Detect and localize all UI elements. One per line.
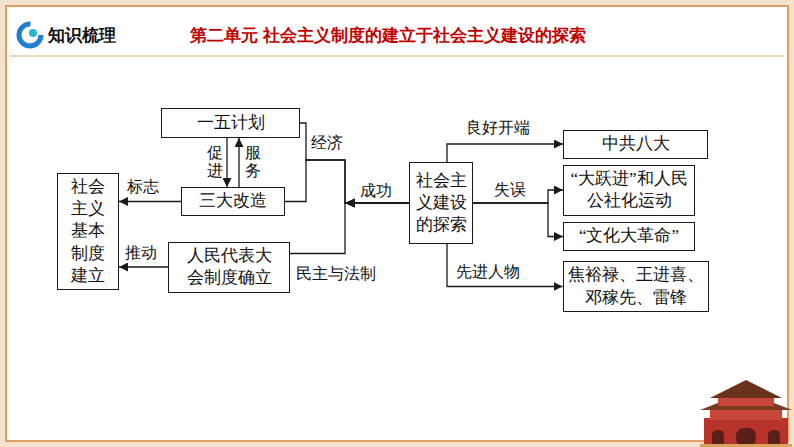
edge-label: 民主与法制 xyxy=(296,264,376,283)
node-text: 社会主义基本制度建立 xyxy=(71,176,106,286)
connector-line xyxy=(447,144,563,162)
outcome-box: 焦裕禄、王进喜、邓稼先、雷锋 xyxy=(563,261,709,312)
arrow-head xyxy=(345,199,355,208)
edge-label: 标志 xyxy=(127,177,159,196)
section-label: 知识梳理 xyxy=(48,24,116,47)
edge-label: 推动 xyxy=(125,243,157,262)
edge-label: 服务 xyxy=(245,144,261,179)
connector xyxy=(300,123,409,208)
connector xyxy=(239,138,240,187)
node-text: 社会主义建设的探索 xyxy=(415,170,468,236)
node-text: 一五计划 xyxy=(165,112,296,134)
edge-label: 先进人物 xyxy=(456,262,520,281)
connector xyxy=(290,199,409,254)
header-rule xyxy=(10,55,784,57)
outcome-box: “大跃进”和人民公社化运动 xyxy=(563,165,695,216)
edge-label: 成功 xyxy=(360,181,392,200)
process-box: 人民代表大会制度确立 xyxy=(168,242,290,293)
connector-line xyxy=(238,138,239,187)
edge-label: 良好开端 xyxy=(466,118,530,137)
connector-line xyxy=(226,138,227,187)
node-text: 人民代表大会制度确立 xyxy=(186,245,273,289)
connector xyxy=(285,160,409,208)
connector xyxy=(447,244,563,287)
connector-line xyxy=(473,203,563,237)
slide-title: 第二单元 社会主义制度的建立于社会主义建设的探索 xyxy=(190,24,586,47)
edge-label: 促进 xyxy=(207,144,223,179)
arrow-head xyxy=(345,199,355,208)
process-box: 三大改造 xyxy=(181,187,285,216)
connector-line xyxy=(119,266,168,267)
connector xyxy=(119,267,168,268)
slide-panel xyxy=(6,6,788,441)
result-box: 社会主义基本制度建立 xyxy=(57,173,119,290)
connector-line xyxy=(447,244,563,287)
palace-illustration xyxy=(700,380,792,447)
connector-line xyxy=(300,123,409,203)
node-text: 三大改造 xyxy=(185,190,281,212)
center-box: 社会主义建设的探索 xyxy=(409,162,473,244)
node-text: “文化大革命” xyxy=(567,225,691,247)
process-box: 一五计划 xyxy=(161,108,300,138)
arrow-head xyxy=(345,199,355,208)
node-text: 中共八大 xyxy=(567,133,704,155)
edge-label: 失误 xyxy=(494,180,526,199)
edge-label: 经济 xyxy=(311,133,343,152)
connector xyxy=(447,144,563,162)
connector xyxy=(473,203,563,237)
connector xyxy=(119,201,181,202)
outcome-box: 中共八大 xyxy=(563,130,708,159)
connector-line xyxy=(119,201,181,202)
outcome-box: “文化大革命” xyxy=(563,222,695,251)
connector-line xyxy=(285,160,409,203)
connector-line xyxy=(290,203,409,254)
logo-icon xyxy=(19,24,41,46)
node-text: 焦裕禄、王进喜、邓稼先、雷锋 xyxy=(567,264,705,308)
connector xyxy=(227,138,228,187)
node-text: “大跃进”和人民公社化运动 xyxy=(569,168,690,212)
